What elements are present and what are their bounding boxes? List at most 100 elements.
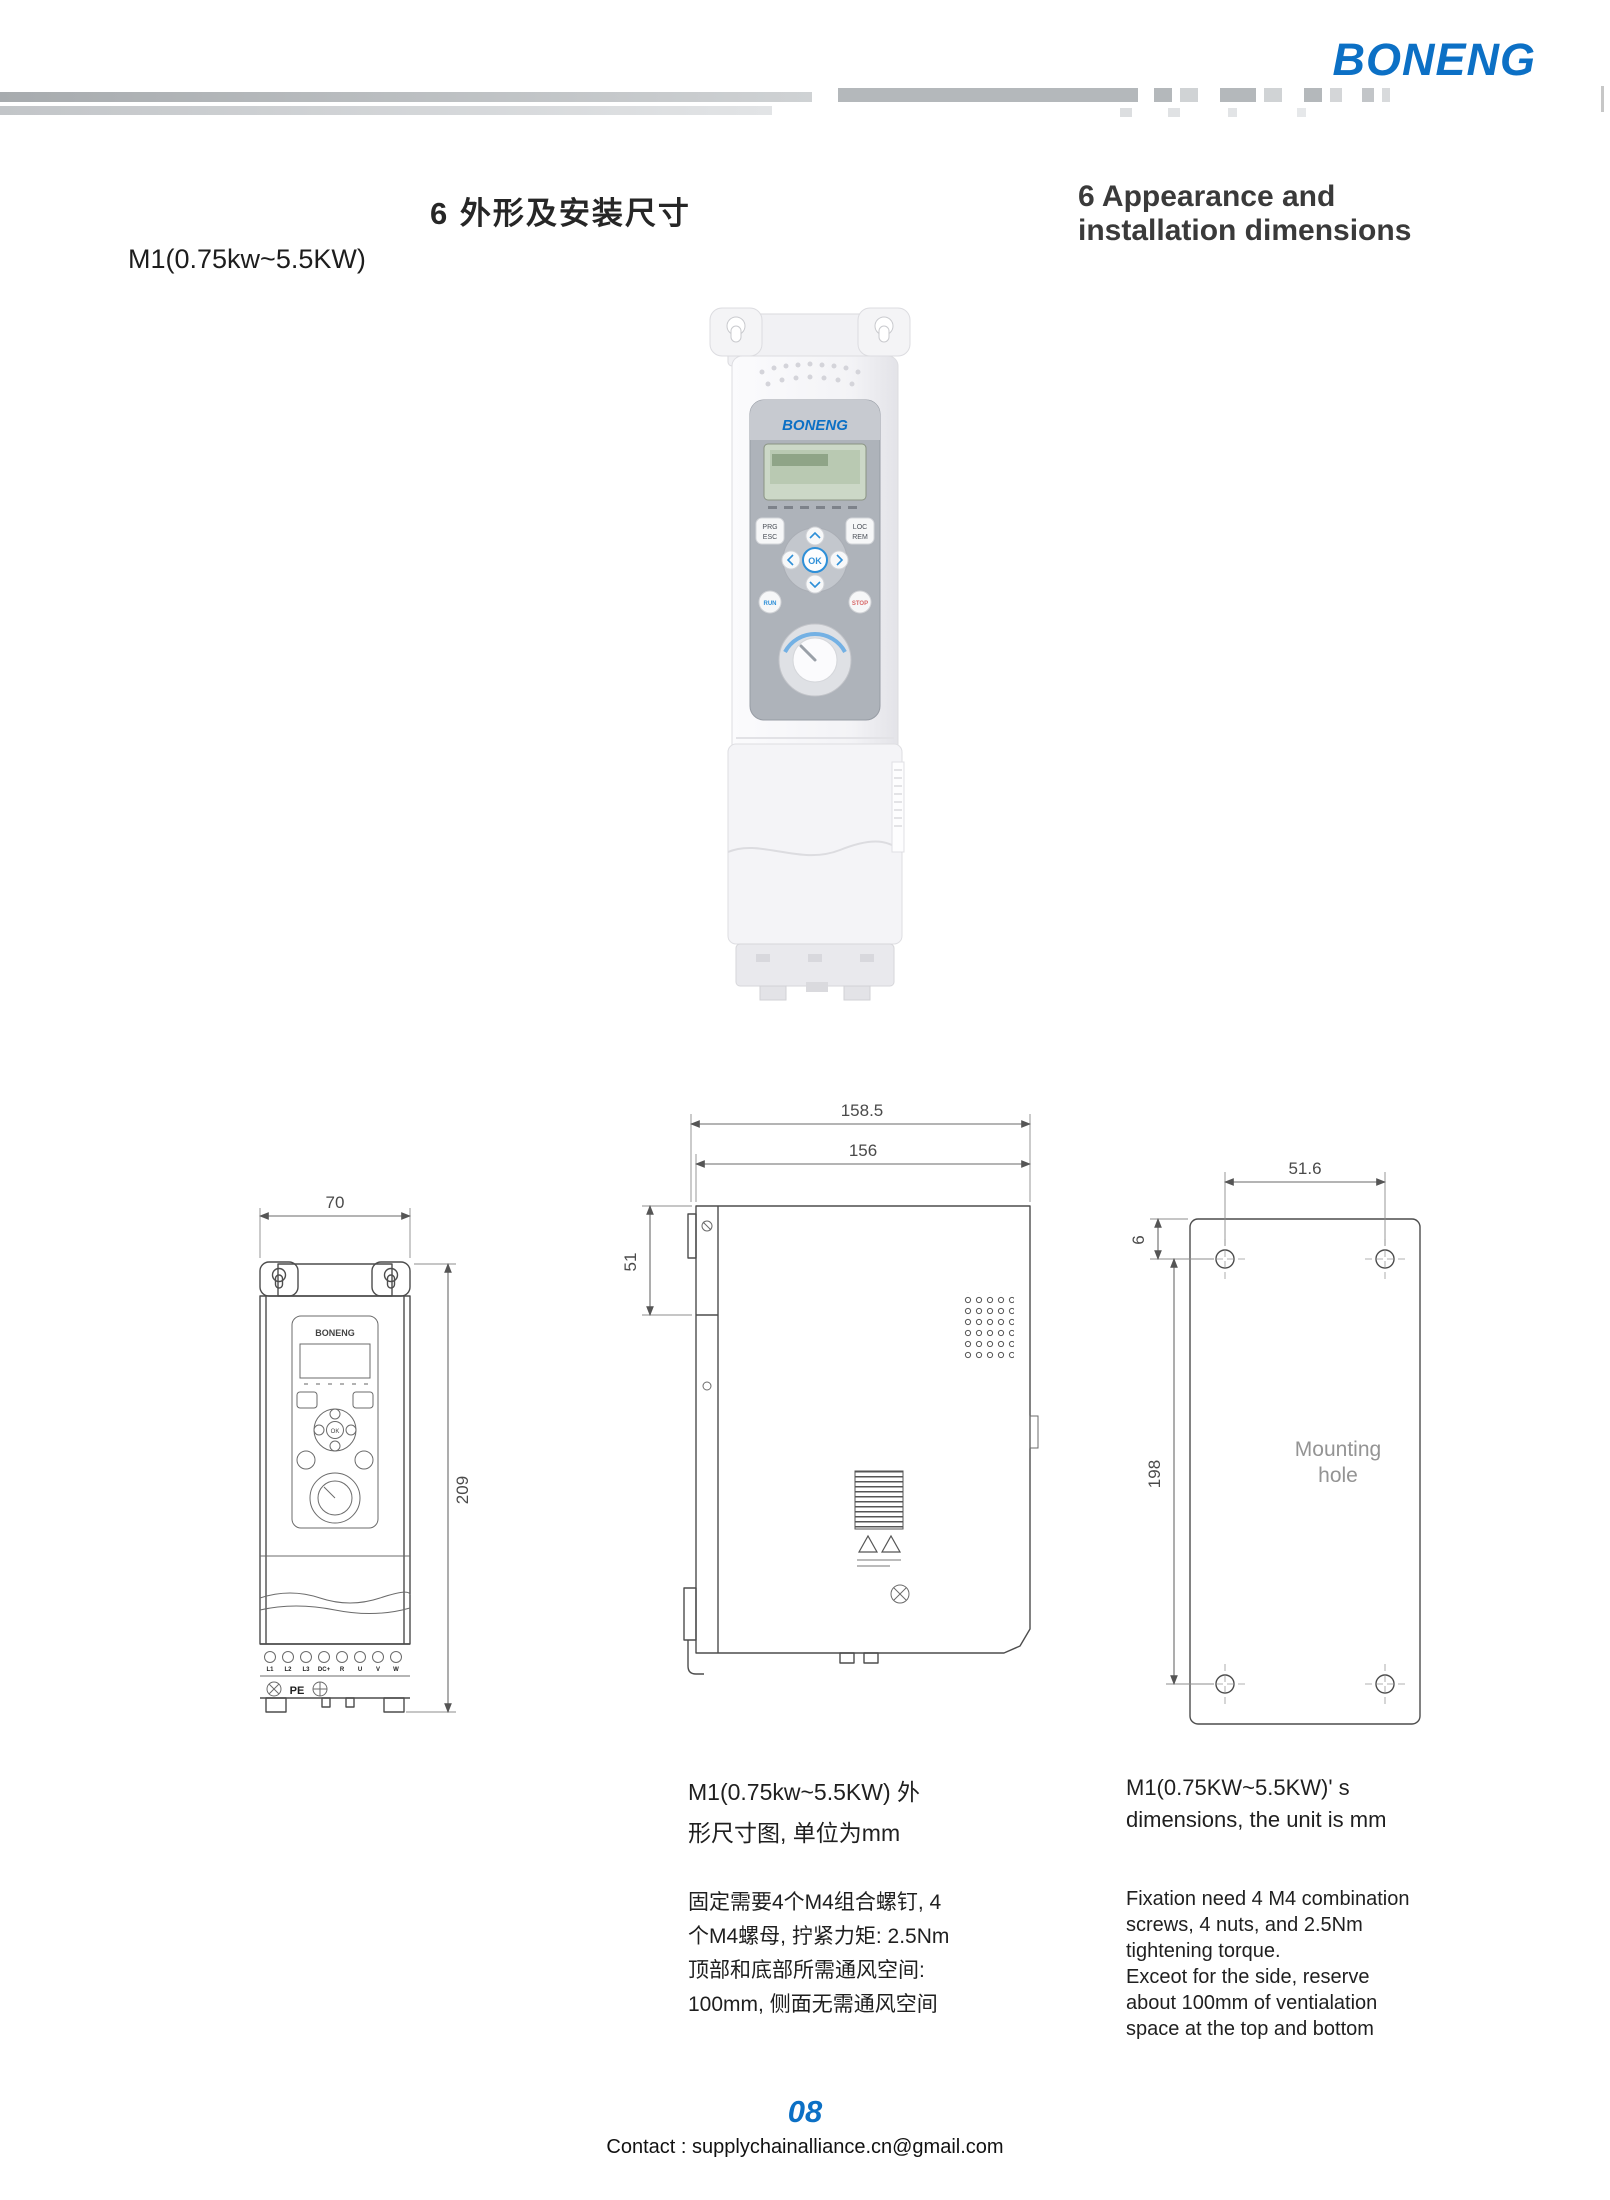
terminal-label: R <box>340 1667 345 1673</box>
chevron-down-icon <box>809 581 821 589</box>
mounting-hole-label: Mounting hole <box>1295 1438 1381 1487</box>
stop-label: STOP <box>852 601 868 607</box>
caption-zh: M1(0.75kw~5.5KW) 外 形尺寸图, 单位为mm <box>688 1772 920 1854</box>
product-base <box>735 943 895 1001</box>
mounting-plate <box>1189 1218 1421 1725</box>
product-side-label <box>891 761 905 853</box>
dimension-hole-span-y: 198 <box>1145 1257 1214 1686</box>
prg-esc-button[interactable] <box>755 517 785 545</box>
header-decoration-dashes <box>838 88 1390 102</box>
product-indicator-row <box>768 506 857 509</box>
terminal-label: L2 <box>284 1667 292 1673</box>
rem-label: REM <box>852 534 868 541</box>
front-pe-row: PE <box>266 1681 328 1697</box>
left-arrow-button[interactable] <box>781 550 801 570</box>
front-terminal-strip: L1 L2 L3 DC+ R U V W PE <box>260 1643 410 1713</box>
dim-side-body-value: 156 <box>849 1141 877 1160</box>
dimension-front-width: 70 <box>258 1193 412 1258</box>
front-body-outline <box>259 1295 411 1645</box>
mounting-hole-drawing: 51.6 6 198 Mounting hole <box>1129 1159 1421 1725</box>
up-arrow-button[interactable] <box>805 526 825 546</box>
side-screw-detail <box>890 1584 910 1604</box>
page-edge-mark <box>1601 86 1604 112</box>
run-button[interactable] <box>758 590 782 614</box>
rotary-knob[interactable] <box>778 623 852 697</box>
dimension-hole-span-x: 51.6 <box>1223 1159 1387 1246</box>
product-dpad[interactable]: OK <box>781 526 849 594</box>
dim-hole-span-y-value: 198 <box>1145 1460 1164 1488</box>
note-en-line4: Exceot for the side, reserve <box>1126 1966 1370 1988</box>
dimension-side-body: 156 <box>694 1141 1032 1202</box>
note-en-line6: space at the top and bottom <box>1126 2018 1374 2040</box>
run-label: RUN <box>764 601 777 607</box>
front-feet <box>265 1697 405 1713</box>
note-en-line2: screws, 4 nuts, and 2.5Nm <box>1126 1914 1363 1936</box>
header-decoration-bar-bottom <box>0 106 772 115</box>
terminal-label: U <box>358 1667 362 1673</box>
header-decoration-dots <box>1120 108 1306 117</box>
side-view-figure: 158.5 156 51 <box>600 1086 1060 1791</box>
front-logo: BONENG <box>315 1328 355 1338</box>
section-title-en: 6 Appearance and installation dimensions <box>1078 180 1411 247</box>
ok-label: OK <box>808 556 822 566</box>
caption-en-line2: dimensions, the unit is mm <box>1126 1806 1387 1832</box>
note-en-line1: Fixation need 4 M4 combination <box>1126 1888 1410 1910</box>
note-en-line3: tightening torque. <box>1126 1940 1281 1962</box>
right-arrow-button[interactable] <box>829 550 849 570</box>
note-zh-line3: 顶部和底部所需通风空间: <box>688 1959 925 1983</box>
loc-label: LOC <box>853 524 867 531</box>
ok-button[interactable] <box>802 547 828 573</box>
prg-label: PRG <box>762 524 777 531</box>
side-vent-holes <box>964 1292 1014 1360</box>
front-view-drawing: 70 209 <box>258 1193 472 1714</box>
side-latch <box>1029 1415 1039 1449</box>
stop-button[interactable] <box>848 590 872 614</box>
section-title-zh: 6 外形及安装尺寸 <box>430 196 691 231</box>
mounting-holes <box>1205 1239 1405 1704</box>
section-title-en-line1: 6 Appearance and <box>1078 180 1336 213</box>
product-logo: BONENG <box>782 417 848 434</box>
side-spec-label <box>854 1470 904 1567</box>
mounting-hole-label-line1: Mounting <box>1295 1438 1381 1461</box>
caption-en: M1(0.75KW~5.5KW)' s dimensions, the unit… <box>1126 1772 1386 1836</box>
dim-hole-span-x-value: 51.6 <box>1288 1159 1321 1178</box>
header-decoration-bar-top <box>0 92 812 102</box>
note-en: Fixation need 4 M4 combination screws, 4… <box>1126 1886 1410 2042</box>
note-zh-line4: 100mm, 侧面无需通风空间 <box>688 1993 938 2017</box>
side-screws <box>701 1220 713 1391</box>
contact-line: Contact : supplychainalliance.cn@gmail.c… <box>606 2136 1004 2158</box>
terminal-label: W <box>393 1667 399 1673</box>
side-bottom-tabs <box>839 1652 879 1664</box>
terminal-label: V <box>376 1667 380 1673</box>
mounting-hole-figure: 51.6 6 198 Mounting hole <box>1120 1124 1450 1779</box>
front-lower-cover <box>259 1555 411 1615</box>
model-label: M1(0.75kw~5.5KW) <box>128 244 366 274</box>
brand-logo: BONENG <box>1332 34 1536 85</box>
dim-side-top-value: 51 <box>621 1253 640 1272</box>
product-mounting-bracket <box>709 307 911 367</box>
terminal-label: DC+ <box>318 1667 331 1673</box>
front-view-figure: 70 209 <box>200 1168 500 1793</box>
chevron-left-icon <box>786 554 794 566</box>
note-en-line5: about 100mm of ventialation <box>1126 1992 1378 2014</box>
side-body-outline <box>695 1205 1031 1654</box>
esc-label: ESC <box>763 534 777 541</box>
product-rendering: BONENG PRG ESC LOC REM <box>709 307 911 1001</box>
pe-label: PE <box>290 1685 305 1697</box>
dim-front-width-value: 70 <box>326 1193 345 1212</box>
product-top-vents <box>759 361 861 387</box>
product-photo: BONENG PRG ESC LOC REM <box>610 292 1010 1067</box>
note-zh: 固定需要4个M4组合螺钉, 4 个M4螺母, 拧紧力矩: 2.5Nm 顶部和底部… <box>688 1886 949 2022</box>
down-arrow-button[interactable] <box>805 574 825 594</box>
dim-side-overall-value: 158.5 <box>841 1101 884 1120</box>
caption-zh-line2: 形尺寸图, 单位为mm <box>688 1819 901 1846</box>
mounting-hole-label-line2: hole <box>1318 1464 1358 1487</box>
front-ok-label: OK <box>331 1429 340 1435</box>
side-view-drawing: 158.5 156 51 <box>621 1101 1039 1675</box>
page-number: 08 <box>787 2094 823 2129</box>
front-mounting-ears <box>259 1261 411 1297</box>
din-rail-clip <box>683 1213 704 1675</box>
loc-rem-button[interactable] <box>845 517 875 545</box>
terminal-label: L1 <box>266 1667 274 1673</box>
